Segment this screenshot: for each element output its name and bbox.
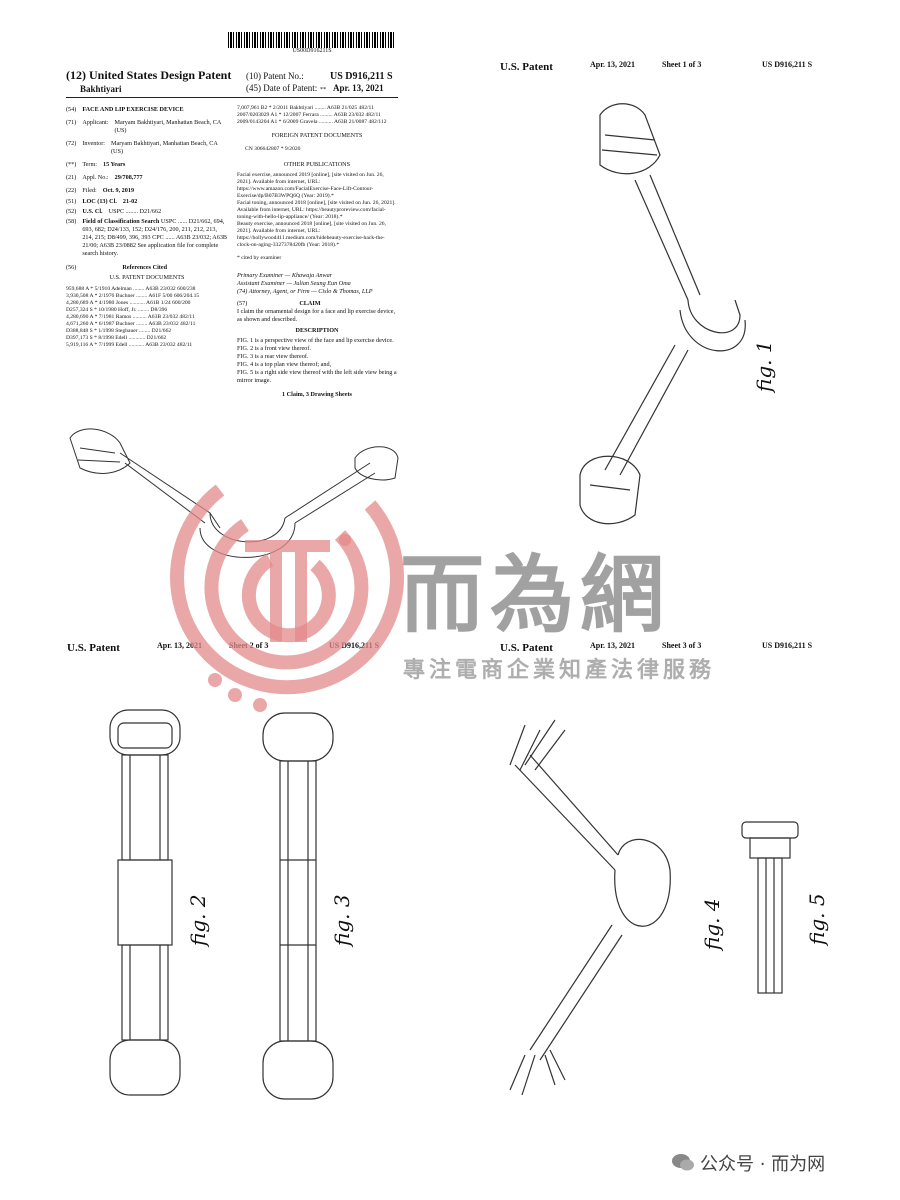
- us-doc: 5,919,116 A * 7/1999 Edell ........... A…: [66, 342, 193, 348]
- fig5-drawing: [741, 821, 799, 994]
- sheet1-header: U.S. Patent Apr. 13, 2021 Sheet 1 of 3 U…: [500, 57, 830, 75]
- foreign-title: FOREIGN PATENT DOCUMENTS: [271, 132, 363, 139]
- right-ref: 2009/0143204 A1 * 6/2009 Gravela .......…: [237, 119, 387, 125]
- fig3-label: fig. 3: [330, 894, 354, 946]
- cited-note: * cited by examiner: [237, 255, 282, 261]
- other-pub: Facial toning, announced 2018 [online], …: [237, 200, 396, 220]
- field-term: (**)Term:15 Years: [66, 161, 126, 168]
- sheet-header-number: US D916,211 S: [329, 641, 380, 650]
- us-doc: 4,280,689 A * 4/1980 Jones ........... A…: [66, 300, 191, 306]
- watermark-logo: [170, 484, 405, 712]
- claim-heading: (57)CLAIM: [237, 300, 321, 307]
- us-doc: 3,930,508 A * 2/1976 Buchner ........ A6…: [66, 293, 200, 299]
- field-appl-no: (21)Appl. No.:29/708,777: [66, 174, 143, 181]
- claim-text: I claim the ornamental design for a face…: [237, 308, 396, 323]
- sheet-header-number: US D916,211 S: [762, 641, 813, 650]
- description-item: FIG. 5 is a right side view thereof with…: [237, 369, 397, 384]
- field-references: (56)References Cited: [66, 264, 168, 271]
- us-doc: D388,848 S * 1/1998 Stegbauer ........ D…: [66, 328, 172, 334]
- attorney: (74) Attorney, Agent, or Firm — Cislo & …: [237, 288, 373, 295]
- field-inventor: (72)Inventor:Maryam Bakhtiyari, Manhatta…: [66, 140, 218, 155]
- field-loc: (51)LOC (13) Cl.21-02: [66, 198, 138, 205]
- foreign-docs: CN 306642807 * 9/2020: [245, 146, 301, 152]
- fig1-drawing: [579, 103, 746, 525]
- fig3-drawing: [262, 712, 334, 1100]
- assistant-examiner: Assistant Examiner — Julian Seung Eun Om…: [237, 280, 351, 287]
- sheet-header-left: U.S. Patent: [500, 642, 553, 654]
- us-docs-list: 959,688 A * 5/1910 Adelman ........ A63B…: [66, 286, 228, 349]
- fig5-label: fig. 5: [805, 893, 829, 945]
- sheet-header-left: U.S. Patent: [500, 61, 553, 73]
- description-item: FIG. 4 is a top plan view thereof; and,: [237, 361, 332, 368]
- patent-date: Apr. 13, 2021: [333, 83, 384, 93]
- description-item: FIG. 1 is a perspective view of the face…: [237, 337, 394, 344]
- date-label: (45) Date of Patent:: [246, 83, 318, 93]
- sheet-header-date: Apr. 13, 2021: [590, 641, 636, 650]
- other-pub: Beauty exercise, announced 2018 [online]…: [237, 221, 386, 248]
- us-doc: 959,688 A * 5/1910 Adelman ........ A63B…: [66, 286, 196, 292]
- field-filed: (22)Filed:Oct. 9, 2019: [66, 187, 135, 194]
- fig2-drawing: [109, 709, 181, 1096]
- date-mark: **: [320, 86, 327, 93]
- right-ref: 2007/0203029 A1 * 12/2007 Ferrara ......…: [237, 112, 381, 118]
- right-column: 7,007,961 B2 * 2/2011 Bakhtiyari .......…: [237, 105, 397, 399]
- sheet-header-sheet: Sheet 1 of 3: [662, 60, 702, 69]
- description-item: FIG. 3 is a rear view thereof.: [237, 353, 309, 360]
- sheet-header-date: Apr. 13, 2021: [157, 641, 203, 650]
- us-doc: 4,280,690 A * 7/1981 Ramos .......... A6…: [66, 314, 195, 320]
- description-list: FIG. 1 is a perspective view of the face…: [237, 337, 397, 385]
- other-publications-title: OTHER PUBLICATIONS: [283, 161, 351, 168]
- fig4-drawing: [509, 719, 671, 1096]
- fig4-label: fig. 4: [700, 898, 724, 950]
- field-applicant: (71)Applicant:Maryam Bakhtiyari, Manhatt…: [66, 119, 221, 134]
- fig2-label: fig. 2: [186, 894, 210, 946]
- right-ref: 7,007,961 B2 * 2/2011 Bakhtiyari .......…: [237, 105, 374, 111]
- claims-sheets: 1 Claim, 3 Drawing Sheets: [282, 391, 352, 398]
- footer-account: 公众号 · 而为网: [700, 1154, 826, 1175]
- patent-no: US D916,211 S: [330, 71, 393, 82]
- watermark-title: 而為網: [400, 546, 671, 644]
- barcode: [228, 32, 396, 48]
- us-docs-title: U.S. PATENT DOCUMENTS: [109, 274, 185, 281]
- description-title: DESCRIPTION: [295, 327, 339, 334]
- wechat-icon: [672, 1152, 694, 1177]
- header-rule: [66, 97, 398, 98]
- bibliographic-fields: (54)FACE AND LIP EXERCISE DEVICE (71)App…: [66, 106, 228, 349]
- description-item: FIG. 2 is a front view thereof.: [237, 345, 311, 352]
- sheet-header-date: Apr. 13, 2021: [590, 60, 636, 69]
- field-search: (58)Field of Classification Search USPC …: [66, 218, 228, 257]
- sheet-header-number: US D916,211 S: [762, 60, 813, 69]
- watermark-subtitle: 專注電商企業知產法律服務: [403, 658, 716, 683]
- patent-no-label: (10) Patent No.:: [246, 71, 304, 81]
- examiners: Primary Examiner — Khawaja Anwar Assista…: [237, 272, 397, 296]
- us-doc: D257,324 S * 10/1980 Hoff, Jr. ........ …: [66, 307, 168, 313]
- us-doc: D397,173 S * 8/1998 Edell ............ D…: [66, 335, 167, 341]
- sheet-header-sheet: Sheet 3 of 3: [662, 641, 702, 650]
- barcode-number: US00D916211S: [292, 48, 332, 54]
- sheet3-header: U.S. Patent Apr. 13, 2021 Sheet 3 of 3 U…: [500, 638, 830, 656]
- fig1-label: fig. 1: [752, 340, 776, 392]
- sheet-header-left: U.S. Patent: [67, 642, 120, 654]
- field-us-cl: (52)U.S. Cl.USPC ........ D21/662: [66, 208, 162, 215]
- other-pub: Facial exercise, announced 2019 [online]…: [237, 172, 384, 199]
- inventor-short: Bakhtiyari: [80, 84, 122, 94]
- primary-examiner: Primary Examiner — Khawaja Anwar: [237, 272, 333, 279]
- field-title: (54)FACE AND LIP EXERCISE DEVICE: [66, 106, 184, 113]
- patent-type-header: (12) United States Design Patent: [66, 68, 232, 82]
- us-doc: 4,671,260 A * 6/1987 Buchner ........ A6…: [66, 321, 196, 327]
